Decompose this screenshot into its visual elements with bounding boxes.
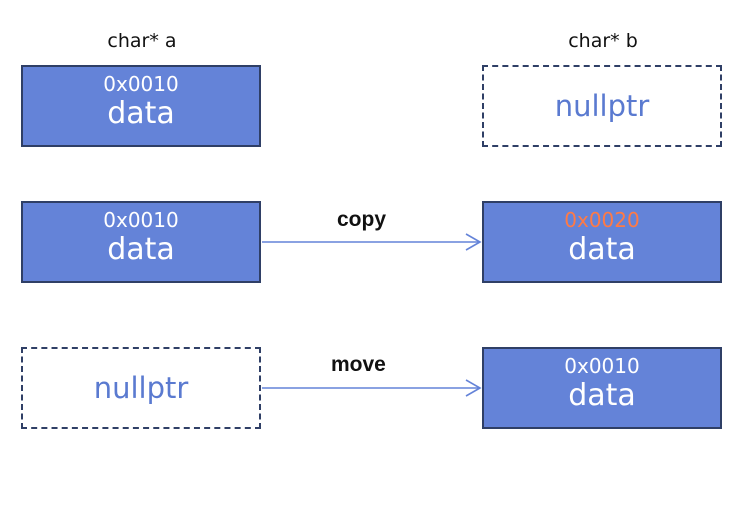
address-label: 0x0010 <box>564 354 640 378</box>
address-label: 0x0010 <box>103 208 179 232</box>
address-label-new: 0x0020 <box>564 208 640 232</box>
copy-operation-label: copy <box>337 208 387 231</box>
nullptr-label: nullptr <box>93 371 189 405</box>
address-label: 0x0010 <box>103 72 179 96</box>
move-operation-label: move <box>331 353 386 376</box>
header-char-b: char* b <box>568 30 638 52</box>
copy-arrow <box>262 233 482 251</box>
data-label: data <box>568 378 636 413</box>
nullptr-label: nullptr <box>554 89 650 123</box>
pointer-a-box-row1: 0x0010 data <box>21 65 261 147</box>
header-char-a: char* a <box>107 30 177 52</box>
pointer-a-null-box-row3: nullptr <box>21 347 261 429</box>
pointer-a-box-row2: 0x0010 data <box>21 201 261 283</box>
pointer-b-box-row3: 0x0010 data <box>482 347 722 429</box>
data-label: data <box>107 96 175 131</box>
pointer-b-box-row2: 0x0020 data <box>482 201 722 283</box>
pointer-b-null-box-row1: nullptr <box>482 65 722 147</box>
data-label: data <box>107 232 175 267</box>
data-label: data <box>568 232 636 267</box>
move-arrow <box>262 379 482 397</box>
